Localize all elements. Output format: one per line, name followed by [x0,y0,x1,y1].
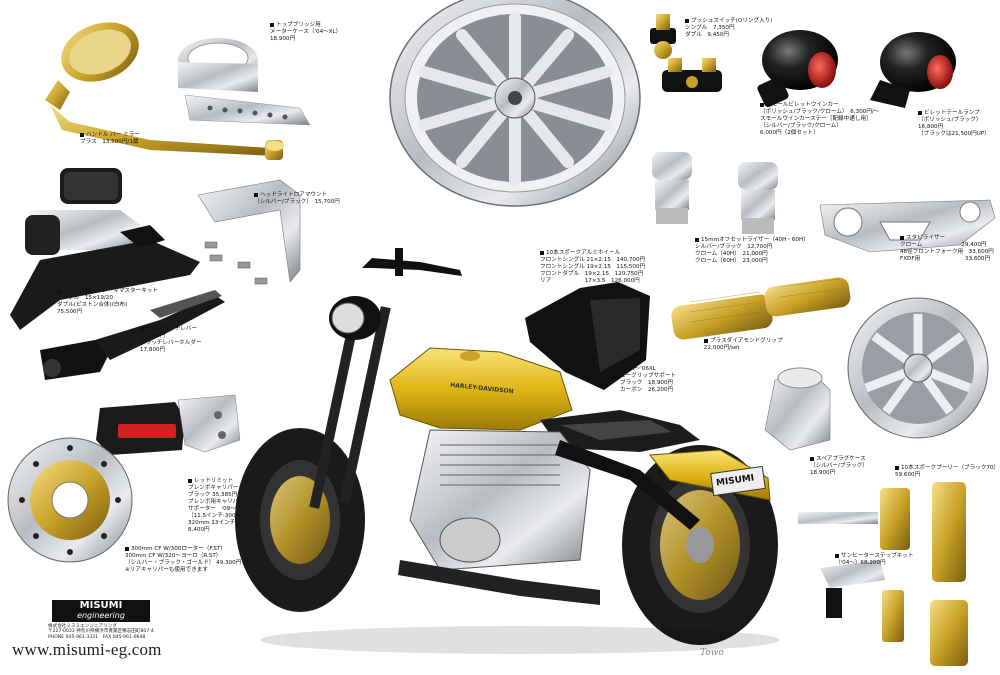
website-url: www.misumi-eg.com [12,640,162,659]
mirror-product [45,22,284,160]
headlight-mount-label: ヘッドライトロアマウント （シルバー/ブラック） 15,700円 [254,192,340,205]
spare-plug-label: スペアプラグケース （シルバー/ブラック） 18,900円 [810,456,868,476]
misumi-logo [52,600,150,622]
chin-spoiler-product [525,282,650,390]
artist-signature: Towo [700,648,724,658]
push-switch-product [650,14,722,92]
meter-cover-label: トップブリッジ用 メーターケース（'04〜XL） 18,900円 [270,22,342,42]
meter-cover-product [178,38,311,126]
stabilizer-label: スタビライザー クローム 29,400円 48径フロントフォーク用 33,600… [900,235,994,262]
motorcycle-illustration [235,248,780,654]
tail-lamp-label: ビレットテールランプ （ポリッシュ/ブラック） 16,800円 （ブラックは21… [918,110,990,137]
brake-master-product [10,168,200,330]
brake-master-label: ブレンボRCSブレーキマスターキット シングル 15×19/20 ダブル(ピスト… [57,288,158,315]
spare-plug-case-product [764,367,831,451]
company-address: 株式会社ミスミエンジニアリング 〒227-0033 神奈川県横浜市青葉区鴨志田町… [48,624,154,640]
chin-spoiler-label: '04〜'06XL エーグリップサポート ブラック 18,900円 カーボン 2… [620,366,676,393]
riser-label: 15mmオフセットライザー（40H・60H） シルバー/ブラック 12,700円… [695,237,809,264]
aluminum-wheel-product [389,0,641,207]
wheel-label: 10本スポークアルミホイール フロントシングル 21×2.15 140,700円… [540,250,646,284]
pulley-product [847,297,989,439]
disc-rotor-product [7,437,133,563]
clutch-lever-product [40,290,225,380]
diamond-grip-product [671,277,851,340]
clutch-lever-label: MSSクラッチレバー 12,600円 クラッチレバーホルダー 17,800円 [140,326,202,353]
bullet-winker-label: スモールビレットウインカー （ポリッシュ/ブラック/クローム） 6,300円/〜… [760,102,880,136]
pulley-label: 10本スポークプーリー（ブラック70） 59,600円 [895,465,1000,478]
push-switch-label: プッシュスイッチ(Oリング入り) シングル 7,350円 ダブル 9,450円 [685,18,773,38]
brembo-caliper-product [96,394,241,455]
mirror-label: ハンドル バー ミラー ブラス 13,500円/1個 [80,132,140,145]
diamond-grip-label: ブラスダイアモンドグリップ 22,000円/set [704,338,783,351]
logo-top-text: MISUMI [79,600,123,611]
logo-bottom-text: engineering [77,611,125,620]
brembo-caliper-label: レッドリミット ブレンボキャリパー ブラック 35,385円 ブレンボ用キャリパ… [188,478,247,533]
stabilizer-product [819,199,996,253]
headlight-mount-product [197,179,301,285]
tail-lamp-product [870,32,956,108]
riser-product [652,152,778,234]
stand-kit-label: サンヒーターステップキット （'04〜）68,200円 [835,553,914,566]
bullet-winker-product [757,30,838,108]
step-kit-product [798,482,968,666]
disc-rotor-label: 300mm CF W/300ローター（F.ST） 300mm CF W/320〜… [125,546,242,573]
